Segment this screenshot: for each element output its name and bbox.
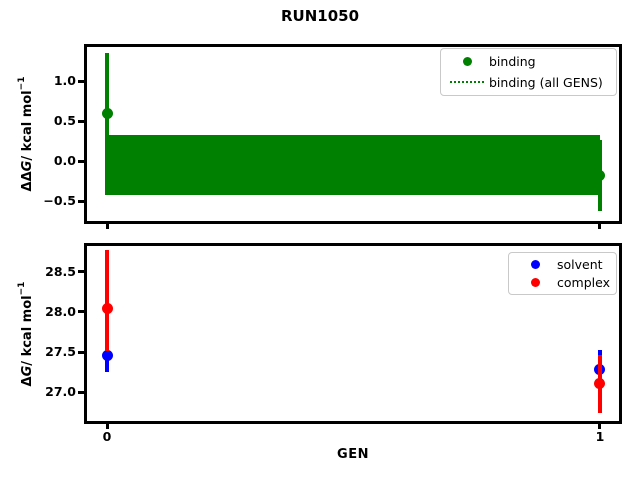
binding-errorbar-gen0 — [105, 53, 109, 195]
x-tick — [598, 424, 602, 429]
ylabel-dg-exponent: −1 — [17, 281, 27, 296]
dot-icon — [530, 259, 540, 269]
complex-marker-gen1 — [594, 378, 606, 390]
legend-item-binding: binding — [445, 52, 612, 72]
y-tick-label: 27.5 — [45, 344, 76, 360]
y-tick-label: 0.5 — [53, 113, 76, 128]
legend-label: binding — [489, 54, 536, 70]
complex-errorbar-gen0 — [105, 250, 109, 351]
x-tick — [105, 424, 109, 429]
y-tick-label: −0.5 — [43, 193, 76, 208]
binding-marker-gen0 — [101, 107, 113, 119]
y-tick — [78, 350, 84, 354]
y-tick-label: 0.0 — [53, 153, 76, 168]
dot-icon — [462, 57, 472, 67]
y-tick — [78, 119, 84, 123]
ylabel-dg-symbol: G — [19, 365, 35, 377]
y-tick — [78, 270, 84, 274]
dot-icon — [530, 278, 540, 288]
y-tick-label: 28.5 — [45, 263, 76, 279]
ylabel-binding-symbol: G — [19, 160, 35, 172]
legend-dot-icon — [513, 259, 557, 269]
x-tick — [598, 224, 602, 229]
y-tick-label: 27.0 — [45, 384, 76, 400]
legend-item-solvent: solvent — [513, 255, 612, 274]
binding-legend: binding binding (all GENS) — [440, 48, 617, 96]
ylabel-binding-unit: / kcal mol — [19, 90, 35, 161]
legend-item-binding-all-gens-: binding (all GENS) — [445, 72, 612, 92]
dotted-line-icon — [450, 81, 484, 84]
complex-marker-gen0 — [101, 303, 113, 315]
solvent-marker-gen0 — [101, 349, 113, 361]
y-tick-label: 1.0 — [53, 73, 76, 88]
ylabel-binding-exponent: −1 — [17, 76, 27, 91]
ylabel-dg-unit: / kcal mol — [19, 295, 35, 366]
x-tick — [105, 224, 109, 229]
legend-label: solvent — [557, 256, 603, 272]
legend-label: binding (all GENS) — [489, 74, 603, 90]
x-tick-label: 0 — [102, 429, 112, 444]
legend-label: complex — [557, 275, 610, 291]
y-tick — [78, 159, 84, 163]
x-axis-label: GEN — [337, 447, 369, 462]
legend-dotted-line-icon — [445, 81, 489, 84]
x-tick-label: 1 — [595, 429, 605, 444]
ylabel-dg-prefix: Δ — [19, 376, 35, 387]
ylabel-binding-prefix: ΔΔ — [19, 171, 35, 192]
y-tick — [78, 390, 84, 394]
binding-all-gens-line — [107, 163, 600, 166]
legend-dot-icon — [513, 278, 557, 288]
binding-marker-gen1 — [594, 169, 606, 181]
y-tick — [78, 199, 84, 203]
legend-item-complex: complex — [513, 274, 612, 293]
y-tick — [78, 310, 84, 314]
legend-dot-icon — [445, 57, 489, 67]
y-tick — [78, 79, 84, 83]
figure-title: RUN1050 — [280, 7, 360, 25]
dg-legend: solvent complex — [508, 252, 617, 295]
y-tick-label: 28.0 — [45, 303, 76, 319]
